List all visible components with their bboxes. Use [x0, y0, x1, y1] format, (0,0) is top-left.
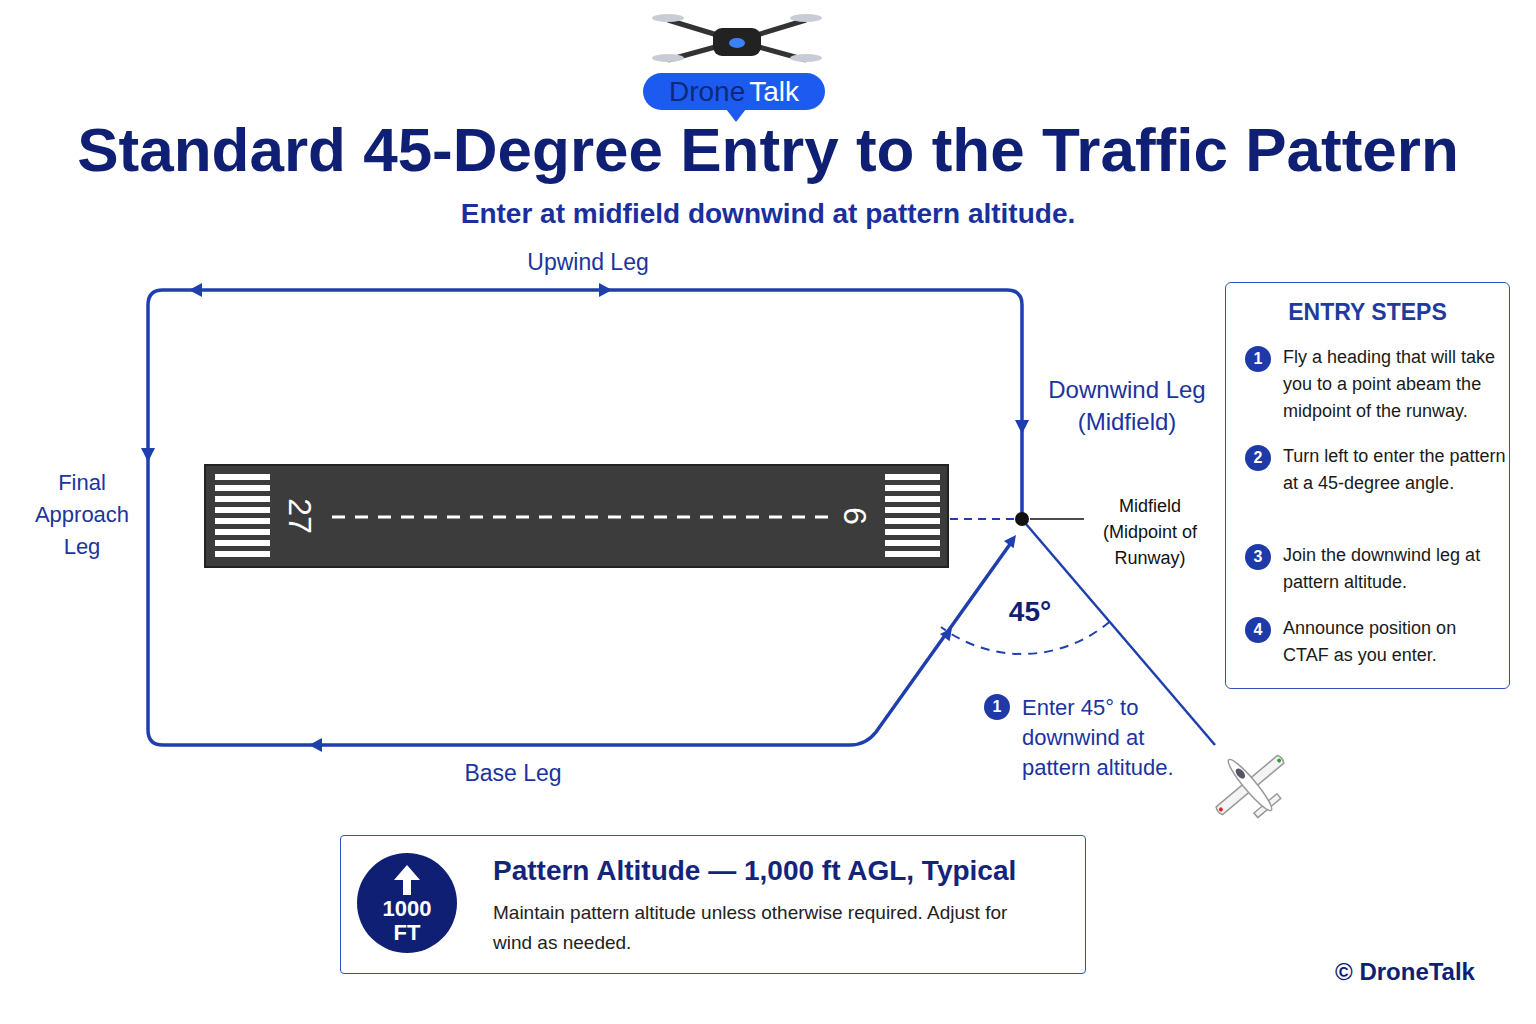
arrowhead	[189, 283, 202, 297]
arrowhead	[599, 283, 612, 297]
midfield-extension	[950, 518, 1016, 520]
copyright: © DroneTalk	[1295, 956, 1515, 988]
runway-number: 9	[837, 507, 873, 525]
callout-number: 4	[1245, 617, 1271, 643]
traffic-pattern	[148, 290, 1022, 745]
runway: 27 9	[205, 465, 948, 567]
runway-number: 27	[282, 498, 318, 534]
box-body: Maintain pattern altitude unless otherwi…	[493, 898, 1023, 958]
up-arrow	[394, 865, 420, 895]
drone-light	[729, 38, 745, 48]
arrowhead	[1004, 535, 1016, 548]
wingtip-light	[1276, 758, 1282, 764]
subtitle: Enter at midfield downwind at pattern al…	[268, 196, 1268, 232]
entry-step: 3 Join the downwind leg at pattern altitu…	[1244, 543, 1506, 597]
logo-text: Drone	[669, 75, 745, 109]
leg-label: Upwind Leg	[478, 247, 698, 277]
callout: 1 Enter 45° to downwind at pattern altitu…	[983, 693, 1213, 788]
drone-rotor	[790, 54, 822, 62]
steps-panel: ENTRY STEPS 1 Fly a heading that will take…	[1225, 282, 1510, 689]
entry-step: 2 Turn left to enter the pattern at a 45-…	[1244, 444, 1506, 498]
callout-number: 2	[1245, 445, 1271, 471]
angle-label: 45°	[985, 594, 1075, 630]
leg-label: Downwind Leg (Midfield)	[1035, 374, 1220, 438]
threshold-marks	[885, 474, 940, 560]
leg-label: Final Approach Leg	[20, 467, 145, 563]
cockpit	[1234, 767, 1247, 781]
leader-line	[1030, 518, 1084, 520]
step-text: Turn left to enter the pattern at a 45-d…	[1283, 443, 1506, 497]
step-text: Join the downwind leg at pattern altitud…	[1283, 542, 1506, 596]
centerline	[332, 516, 832, 519]
threshold-marks	[215, 474, 270, 560]
arrowhead	[309, 738, 322, 752]
callout-text: Enter 45° to downwind at pattern altitud…	[1022, 693, 1204, 783]
midfield-dot	[1015, 512, 1029, 526]
airplane	[1197, 733, 1303, 837]
entry-step: 4 Announce position on CTAF as you enter.	[1244, 616, 1506, 670]
arrowhead	[141, 448, 155, 462]
drone-rotor	[652, 54, 684, 62]
callout-number: 3	[1245, 544, 1271, 570]
step-text: Announce position on CTAF as you enter.	[1283, 615, 1506, 669]
runway-surface	[205, 465, 948, 567]
drone-body	[713, 28, 761, 56]
page-title: Standard 45-Degree Entry to the Traffic …	[0, 112, 1536, 188]
runway-drawing	[205, 465, 948, 567]
logo-text: Talk	[749, 75, 799, 109]
leg-label: Base Leg	[423, 758, 603, 788]
altitude-value: 1000 FT	[357, 897, 457, 945]
drone-rotor	[652, 14, 684, 22]
callout-number: 1	[984, 694, 1010, 720]
drone-icon	[652, 14, 822, 62]
wingtip-light	[1218, 807, 1224, 813]
logo-badge: DroneTalk	[643, 73, 825, 110]
entry-step: 1 Fly a heading that will take you to a p…	[1244, 345, 1506, 426]
altitude-box: Pattern Altitude — 1,000 ft AGL, Typical…	[340, 835, 1086, 974]
drone-rotor	[790, 14, 822, 22]
callout-number: 1	[1245, 346, 1271, 372]
arrowhead	[1015, 420, 1029, 434]
fuselage	[1224, 756, 1276, 814]
box-heading: Pattern Altitude — 1,000 ft AGL, Typical	[493, 853, 1016, 889]
panel-heading: ENTRY STEPS	[1226, 297, 1509, 327]
wing	[1215, 754, 1285, 815]
midfield-label: Midfield (Midpoint of Runway)	[1087, 493, 1213, 571]
pattern-arrows	[141, 283, 1029, 752]
altitude-badge: 1000 FT	[357, 853, 457, 953]
step-text: Fly a heading that will take you to a po…	[1283, 344, 1506, 425]
